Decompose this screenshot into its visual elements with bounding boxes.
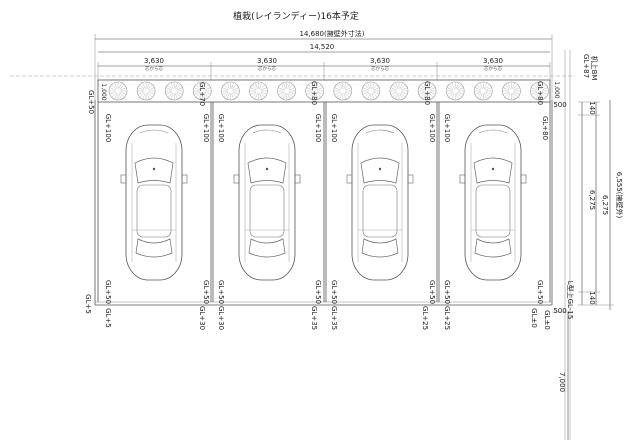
overall-dimension-inner: 14,520 [98, 43, 550, 53]
overall-outer-label: 14,680(擁壁外寸法) [300, 29, 365, 38]
dim-left-1000: 1,000 [100, 83, 107, 100]
car-topview-icon [346, 124, 414, 281]
tree-icon [530, 81, 549, 101]
gl-bottom-out-6: GL+35 [330, 306, 338, 330]
gl-top-1: GL+50 [87, 90, 95, 114]
gl-bottom-in-8: GL+50 [536, 280, 544, 304]
tree-icon [249, 81, 268, 101]
car-topview-icon [459, 124, 527, 281]
gl-top-5: GL+80 [536, 81, 544, 105]
bay-sub-4: 芯から芯 [484, 65, 502, 72]
gl-upper-7: GL+100 [443, 114, 451, 143]
tree-icon [333, 81, 353, 101]
car-topview-icon [120, 124, 188, 281]
gl-upper-6: GL+100 [428, 114, 436, 143]
tree-icon [305, 81, 325, 101]
gl-top-2: GL+70 [198, 82, 206, 106]
parked-cars [120, 124, 527, 281]
dim-140-bottom: 140 [588, 291, 596, 304]
planting-title: 植栽(レイランディー)16本予定 [233, 10, 359, 22]
tree-icon [193, 81, 212, 101]
gl-bottom-out-7: GL+25 [421, 306, 429, 330]
bay-dim-2: 3,630 [257, 57, 277, 65]
tree-icon [136, 81, 156, 101]
bay-dim-3: 3,630 [370, 57, 390, 65]
bm-gl: GL+87 [582, 54, 590, 78]
gl-bottom-out-5: GL+35 [310, 306, 318, 330]
gl-bottom-out-2: GL+5 [104, 308, 112, 328]
gl-bottom-in-3: GL+50 [217, 280, 225, 304]
dim-500-top: 500 [553, 101, 566, 109]
gl-bottom-out-1: GL+5 [84, 294, 92, 314]
car-topview-icon [233, 124, 301, 281]
gl-bottom-in-7: GL+50 [443, 280, 451, 304]
gl-top-3: GL+80 [310, 81, 318, 105]
tree-icon [277, 81, 296, 101]
bay-dimensions: 3,630 3,630 3,630 3,630 芯から芯 芯から芯 芯から芯 芯… [97, 57, 551, 80]
planting-row [108, 81, 549, 101]
lot-outline [94, 79, 553, 306]
overall-dimension-outer: 14,680(擁壁外寸法) [94, 29, 553, 100]
gl-upper-8: GL+80 [541, 116, 549, 140]
gl-bottom-out-10: L型上GL-15 [566, 281, 575, 320]
gl-bottom-out-8: GL+25 [443, 306, 451, 330]
gl-bottom-out-3: GL+30 [198, 306, 206, 330]
dim-right-1000: 1,000 [553, 81, 560, 98]
tree-icon [221, 81, 240, 101]
bay-sub-3: 芯から芯 [371, 65, 389, 72]
tree-icon [473, 81, 493, 101]
dim-6275-b: 6,275 [601, 195, 609, 215]
dim-6555: 6,555(擁壁外) [615, 172, 624, 219]
gl-bottom-in-2: GL+50 [202, 280, 210, 304]
gl-bottom-in-4: GL+50 [314, 280, 322, 304]
gl-bottom-in-5: GL+50 [330, 280, 338, 304]
tree-icon [361, 81, 381, 101]
gl-bottom-in-6: GL+50 [428, 280, 436, 304]
bay-sub-1: 芯から芯 [145, 65, 163, 72]
overall-inner-label: 14,520 [310, 43, 335, 51]
tree-icon [164, 81, 184, 101]
bay-dim-1: 3,630 [144, 57, 164, 65]
tree-icon [108, 81, 128, 101]
bay-dim-4: 3,630 [483, 57, 503, 65]
right-dimensions: 140 140 6,275 6,275 6,555(擁壁外) 7,000 机上B… [552, 50, 624, 440]
gl-top-4: GL+80 [423, 81, 431, 105]
gl-upper-1: GL+100 [104, 114, 112, 143]
bay-sub-2: 芯から芯 [258, 65, 276, 72]
gl-upper-3: GL+100 [217, 114, 225, 143]
tree-icon [445, 81, 465, 101]
gl-upper-4: GL+100 [314, 114, 322, 143]
bm-label: 机上BM [590, 56, 599, 81]
dim-140-top: 140 [588, 101, 596, 114]
gl-bottom-out-4: GL+30 [217, 306, 225, 330]
gl-bottom-in-1: GL+50 [104, 280, 112, 304]
gl-upper-5: GL+100 [330, 114, 338, 143]
tree-icon [417, 81, 437, 101]
dim-500-bottom: 500 [553, 307, 566, 315]
gl-bottom-in-9: GL±0 [530, 308, 538, 328]
dim-7000: 7,000 [558, 372, 566, 392]
tree-icon [502, 81, 521, 101]
dim-6275-a: 6,275 [588, 190, 596, 210]
gl-bottom-out-9: GL±0 [543, 310, 551, 330]
gl-upper-2: GL+100 [202, 114, 210, 143]
tree-icon [389, 81, 409, 101]
